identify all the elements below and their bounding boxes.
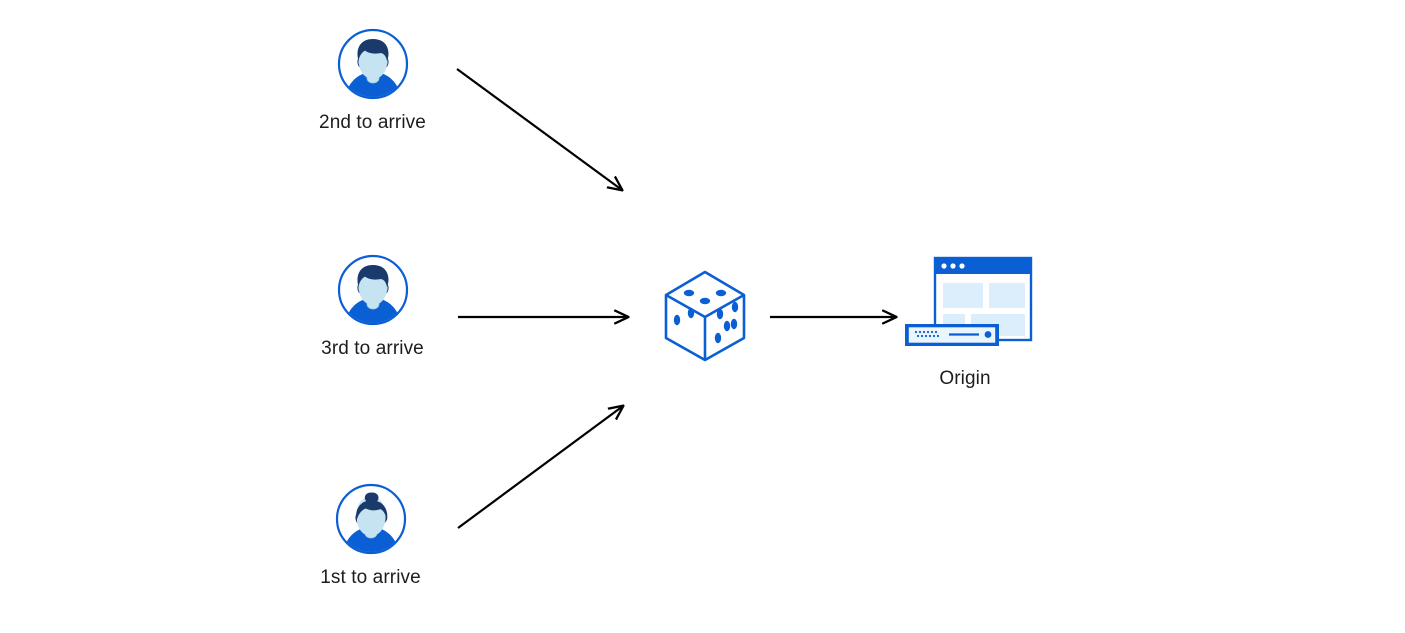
node-origin[interactable]: Origin [898,254,1033,390]
arrow-client-top-to-dice [456,68,622,190]
node-client-top[interactable]: 2nd to arrive [300,28,445,134]
node-randomizer[interactable] [658,268,752,364]
server-device-icon [905,324,999,346]
client-bottom-label: 1st to arrive [320,567,421,588]
user-avatar-icon [337,28,409,100]
client-middle-label: 3rd to arrive [321,338,424,359]
origin-label: Origin [939,368,991,389]
arrow-client-bottom-to-dice [457,406,623,529]
dice-icon [660,268,750,364]
origin-server-icon [900,254,1033,354]
node-client-bottom[interactable]: 1st to arrive [298,483,443,589]
user-avatar-icon [337,254,409,326]
user-avatar-female-icon [335,483,407,555]
node-client-middle[interactable]: 3rd to arrive [300,254,445,360]
client-top-label: 2nd to arrive [319,112,426,133]
